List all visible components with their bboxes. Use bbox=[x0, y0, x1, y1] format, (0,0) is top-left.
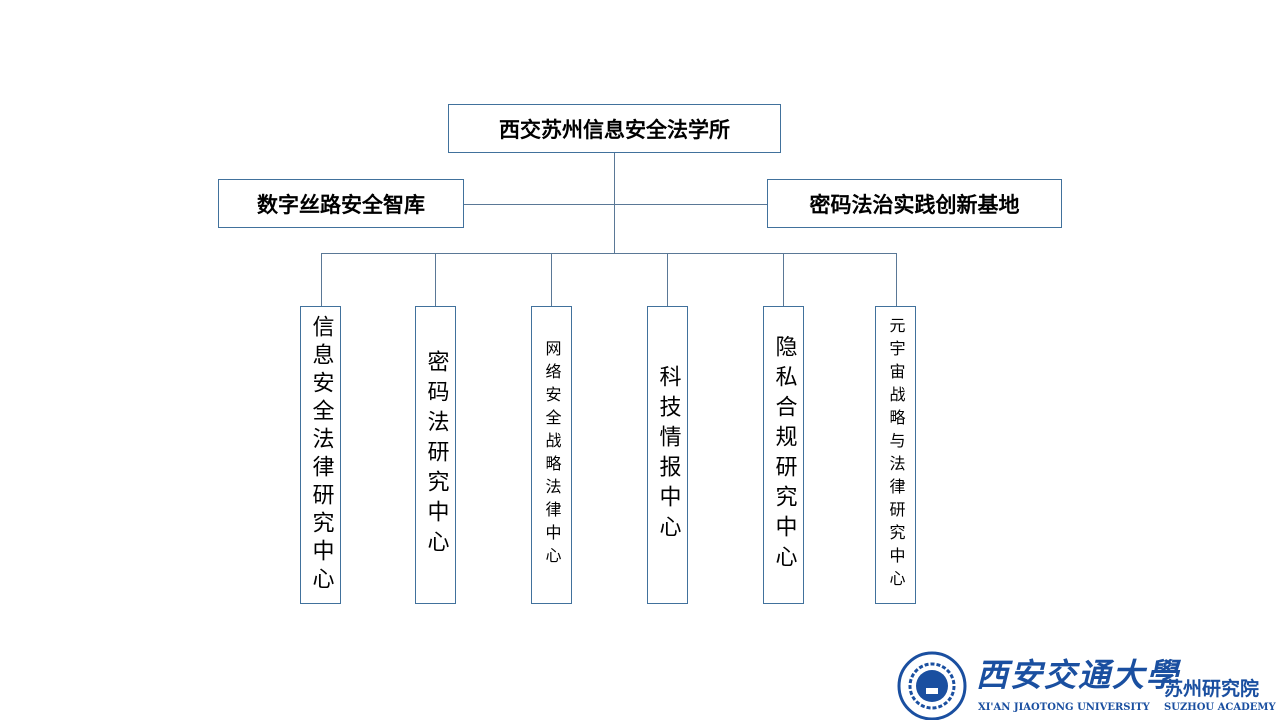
connector-center-3 bbox=[551, 253, 552, 306]
side-node-right: 密码法治实践创新基地 bbox=[767, 179, 1062, 228]
center-node-3: 网络安全战略法律中心 bbox=[531, 306, 572, 604]
connector-center-6 bbox=[896, 253, 897, 306]
university-seal-icon bbox=[897, 651, 967, 720]
university-logo: 西安交通大學 苏州研究院 XI'AN JIAOTONG UNIVERSITY S… bbox=[896, 648, 1280, 720]
center-node-6: 元宇宙战略与法律研究中心 bbox=[875, 306, 916, 604]
connector-center-2 bbox=[435, 253, 436, 306]
logo-sub-en: SUZHOU ACADEMY bbox=[1164, 702, 1276, 713]
connector-center-4 bbox=[667, 253, 668, 306]
logo-name-cn: 西安交通大學 bbox=[976, 656, 1181, 694]
connector-bus bbox=[321, 253, 897, 254]
root-node: 西交苏州信息安全法学所 bbox=[448, 104, 781, 153]
center-node-2: 密码法研究中心 bbox=[415, 306, 456, 604]
side-node-left: 数字丝路安全智库 bbox=[218, 179, 464, 228]
connector-center-5 bbox=[783, 253, 784, 306]
connector-root-down bbox=[614, 152, 615, 253]
connector-center-1 bbox=[321, 253, 322, 306]
center-node-4: 科技情报中心 bbox=[647, 306, 688, 604]
center-node-5: 隐私合规研究中心 bbox=[763, 306, 804, 604]
logo-sub-cn: 苏州研究院 bbox=[1164, 678, 1260, 700]
connector-side bbox=[463, 204, 767, 205]
logo-name-en: XI'AN JIAOTONG UNIVERSITY bbox=[978, 702, 1150, 713]
center-node-1: 信息安全法律研究中心 bbox=[300, 306, 341, 604]
